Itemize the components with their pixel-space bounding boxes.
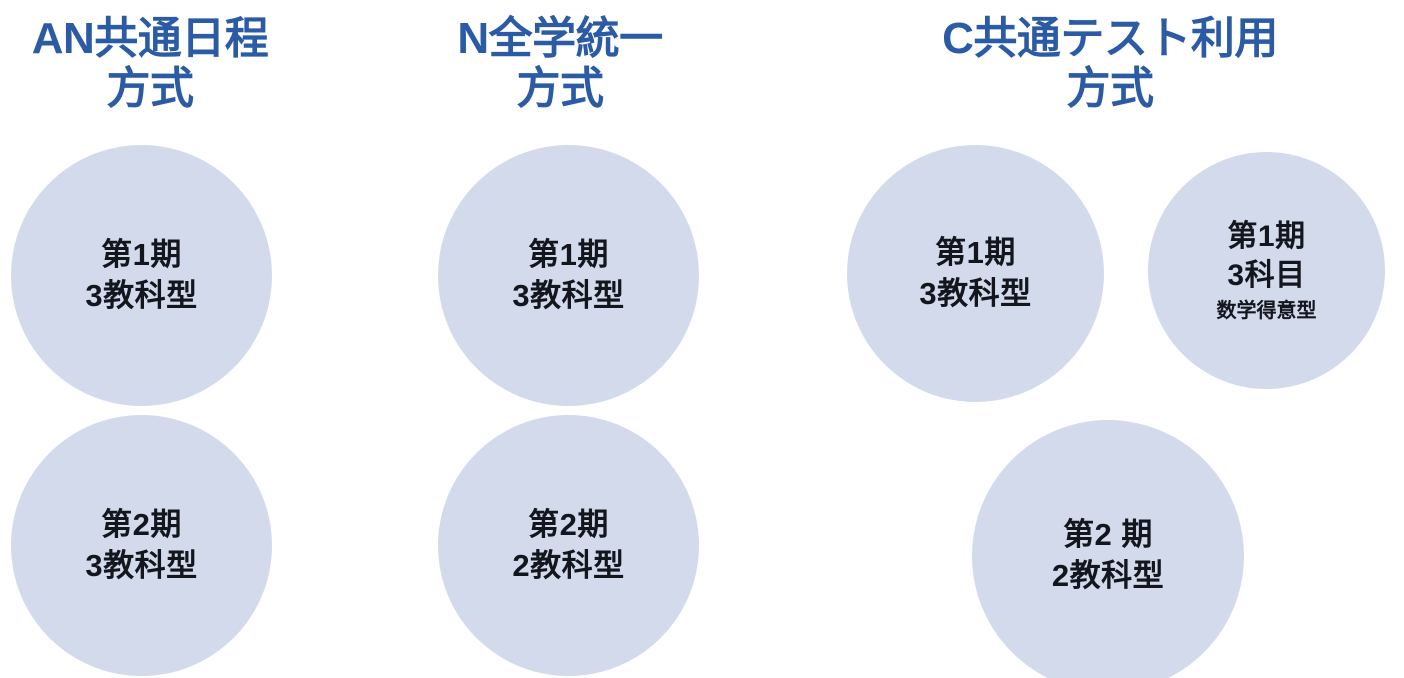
column-heading-an: AN共通日程 方式 [0,14,300,114]
column-heading-n: N全学統一 方式 [405,14,715,114]
circle-c-phase1-math-line1: 第1期 [1227,219,1306,253]
circle-c-phase2: 第2 期 2教科型 [972,420,1244,678]
circle-n-phase1-line2: 3教科型 [512,277,625,313]
column-heading-n-line2: 方式 [516,64,605,114]
circle-an-phase1: 第1期 3教科型 [11,145,272,406]
circle-n-phase2: 第2期 2教科型 [438,415,699,676]
circle-c-phase2-line2: 2教科型 [1051,558,1165,593]
circle-c-phase2-line1: 第2 期 [1063,517,1153,553]
column-heading-c-line2: 方式 [1066,64,1155,114]
column-heading-an-line1: AN共通日程 [31,14,269,63]
circle-n-phase2-line1: 第2期 [528,506,609,542]
circle-c-phase1-line1: 第1期 [935,234,1016,270]
column-heading-c-line1: C共通テスト利用 [942,14,1278,63]
column-heading-c: C共通テスト利用 方式 [880,14,1340,114]
circle-an-phase2-line2: 3教科型 [85,547,198,583]
circle-c-phase1-math-line3: 数学得意型 [1216,299,1317,322]
circle-an-phase1-line2: 3教科型 [85,277,198,313]
circle-n-phase1: 第1期 3教科型 [438,145,699,406]
circle-c-phase1-math: 第1期 3科目 数学得意型 [1148,152,1385,389]
column-heading-n-line1: N全学統一 [457,14,663,63]
circle-n-phase2-line2: 2教科型 [512,547,625,583]
circle-c-phase1-math-line2: 3科目 [1227,259,1306,293]
circle-an-phase2: 第2期 3教科型 [11,415,272,676]
circle-c-phase1-3subjects: 第1期 3教科型 [847,145,1104,402]
circle-an-phase2-line1: 第2期 [101,506,182,542]
circle-c-phase1-line2: 3教科型 [919,275,1032,311]
column-heading-an-line2: 方式 [106,64,195,114]
circle-an-phase1-line1: 第1期 [101,236,182,272]
circle-n-phase1-line1: 第1期 [528,236,609,272]
